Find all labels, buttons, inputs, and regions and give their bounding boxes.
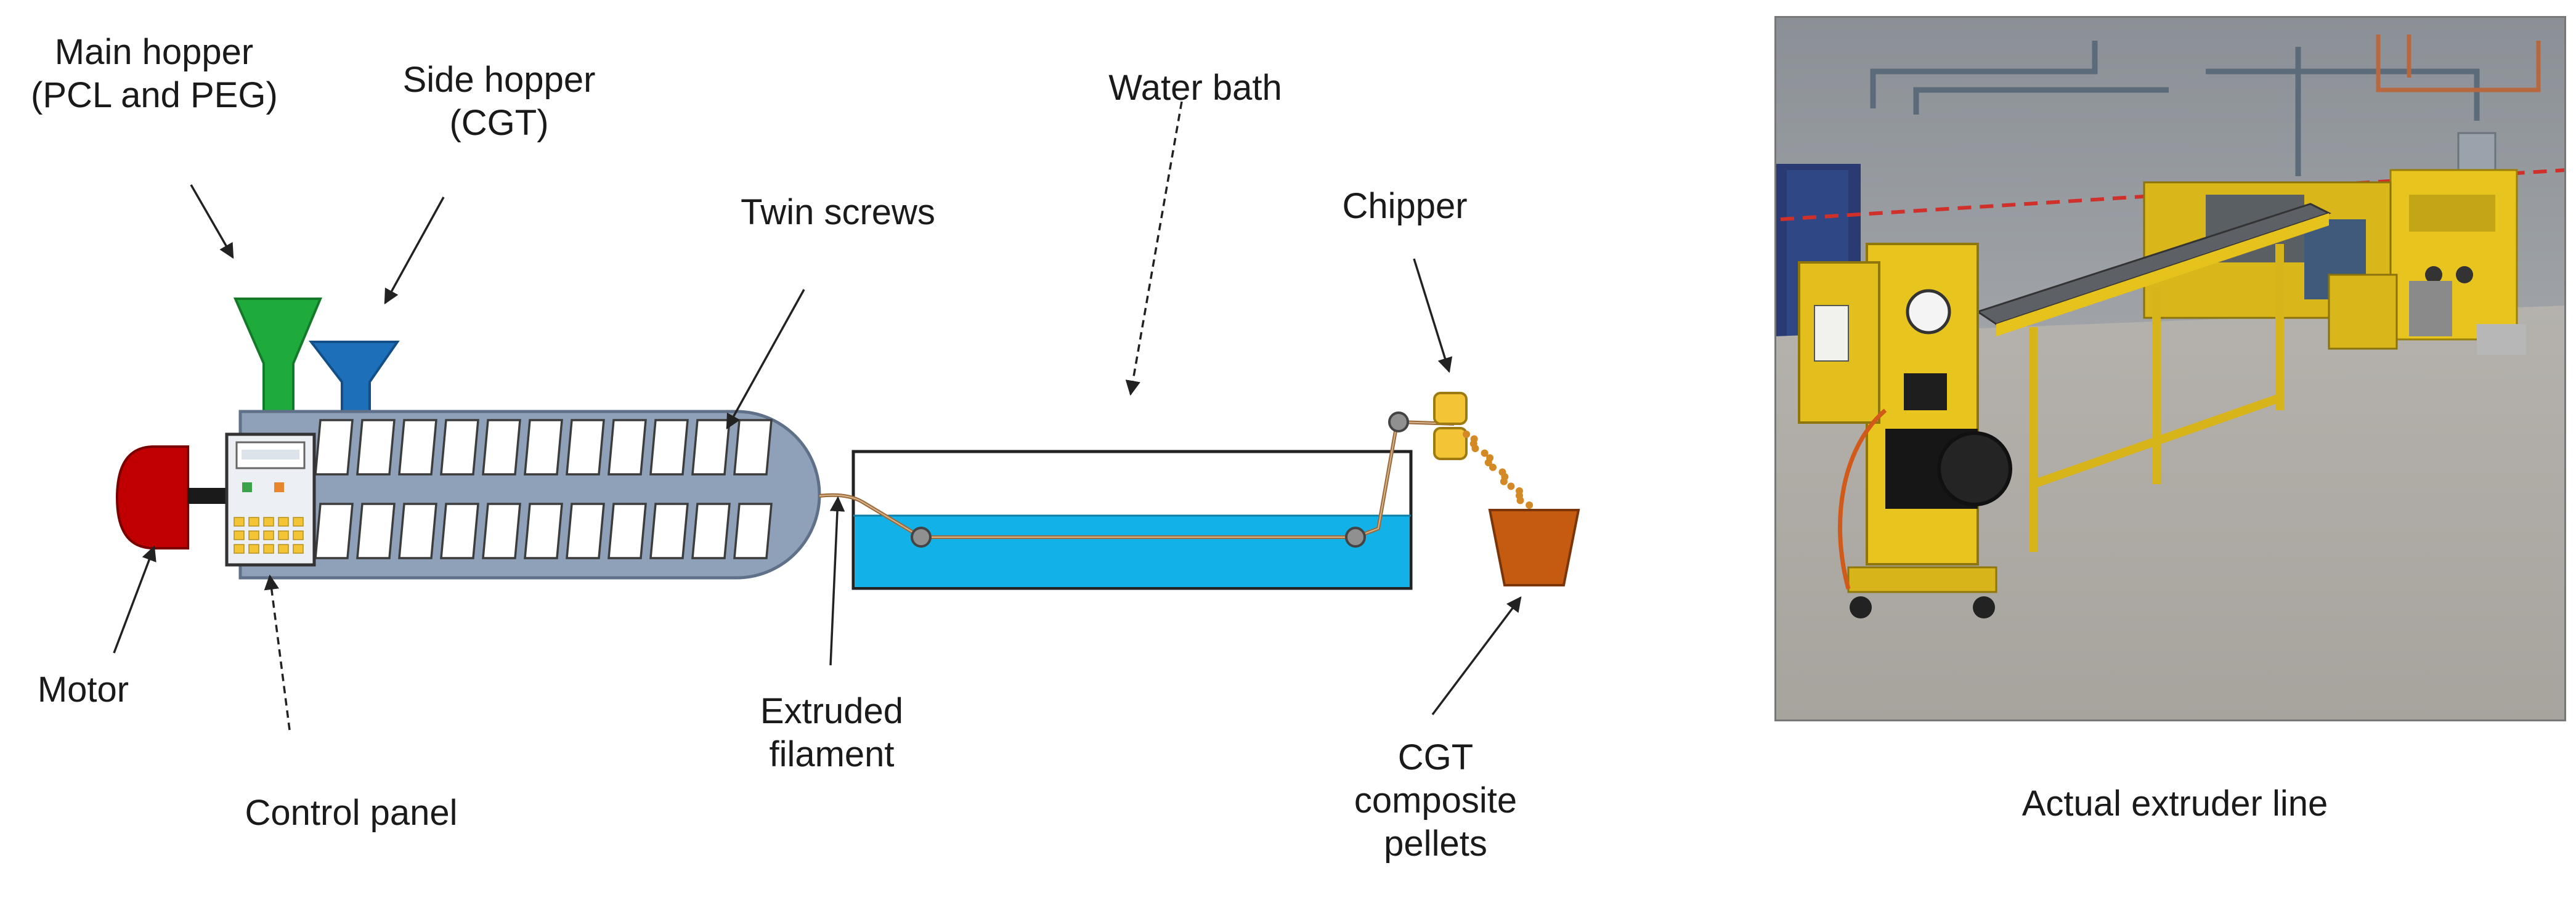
control-panel-label: Control panel — [245, 793, 458, 833]
panel-button — [278, 530, 289, 540]
roller-2 — [1345, 527, 1366, 548]
pellet — [1516, 497, 1524, 505]
pellets-label-line3: pellets — [1384, 824, 1487, 864]
screw-flight — [649, 503, 689, 559]
roller-3 — [1388, 411, 1409, 432]
screw-flight — [440, 419, 479, 476]
panel-button — [263, 544, 274, 554]
photo-svg — [1774, 16, 2567, 721]
panel-button — [293, 517, 304, 527]
screw-flight — [482, 419, 521, 476]
panel-button — [278, 517, 289, 527]
panel-button — [263, 530, 274, 540]
control-panel-icon — [225, 432, 316, 567]
screw-flight — [356, 503, 396, 559]
side-hopper-label: Side hopper (CGT) — [394, 59, 604, 145]
screw-flight — [524, 503, 563, 559]
screw-flight — [524, 419, 563, 476]
pellets-label-line1: CGT — [1397, 737, 1474, 777]
screw-flight — [398, 419, 437, 476]
side-hopper-icon — [308, 341, 400, 420]
side-hopper-label-line1: Side hopper — [402, 60, 596, 100]
panel-button — [248, 517, 259, 527]
screw-flight — [607, 503, 647, 559]
pellet — [1484, 459, 1492, 466]
motor-icon — [115, 445, 234, 549]
screw-flight — [356, 419, 396, 476]
main-hopper-label-line1: Main hopper — [54, 32, 254, 72]
screw-flight — [398, 503, 437, 559]
pellet — [1489, 463, 1497, 471]
screw-flight — [691, 419, 731, 476]
main-hopper-label-line2: (PCL and PEG) — [31, 75, 278, 115]
panel-button — [278, 544, 289, 554]
pellet — [1463, 431, 1470, 438]
pellets-bin-icon — [1488, 509, 1580, 586]
water-bath — [851, 450, 1413, 590]
screw-flight — [607, 419, 647, 476]
falling-pellets — [1463, 431, 1534, 509]
pellets-label: CGT composite pellets — [1318, 736, 1553, 865]
main-hopper-icon — [233, 298, 323, 420]
main-hopper-label: Main hopper (PCL and PEG) — [31, 31, 278, 117]
twin-screws-label: Twin screws — [741, 192, 935, 232]
roller-1 — [911, 527, 932, 548]
extruded-filament-label-line1: Extruded — [760, 691, 904, 731]
pellets-label-line2: composite — [1354, 780, 1518, 821]
panel-button — [234, 530, 245, 540]
extruder-line-photo — [1774, 16, 2567, 721]
chipper-label: Chipper — [1342, 186, 1468, 226]
screw-flight — [314, 419, 354, 476]
motor-label: Motor — [37, 670, 129, 710]
extruded-filament-label-line2: filament — [769, 734, 895, 774]
pointer-arrows — [113, 101, 1522, 731]
screw-flight — [649, 419, 689, 476]
screw-flight — [566, 503, 605, 559]
panel-button — [234, 517, 245, 527]
screw-flight — [691, 503, 731, 559]
twin-screws — [314, 419, 773, 559]
panel-button — [248, 544, 259, 554]
panel-button — [293, 544, 304, 554]
pellet — [1507, 482, 1515, 490]
water-bath-label: Water bath — [1108, 68, 1282, 108]
side-hopper-label-line2: (CGT) — [449, 103, 549, 143]
pellet — [1500, 477, 1508, 485]
pellet — [1471, 445, 1479, 452]
panel-button — [248, 530, 259, 540]
screw-flight — [733, 419, 773, 476]
pellet — [1526, 501, 1534, 509]
screw-flight — [440, 503, 479, 559]
photo-caption: Actual extruder line — [2021, 784, 2328, 824]
screw-flight — [482, 503, 521, 559]
screw-flight — [733, 503, 773, 559]
panel-button — [234, 544, 245, 554]
screw-flight — [566, 419, 605, 476]
chipper-icon — [1433, 392, 1468, 460]
screw-flight — [314, 503, 354, 559]
extruded-filament-label: Extruded filament — [727, 690, 937, 776]
panel-button — [263, 517, 274, 527]
pellet — [1481, 449, 1489, 457]
panel-button — [293, 530, 304, 540]
